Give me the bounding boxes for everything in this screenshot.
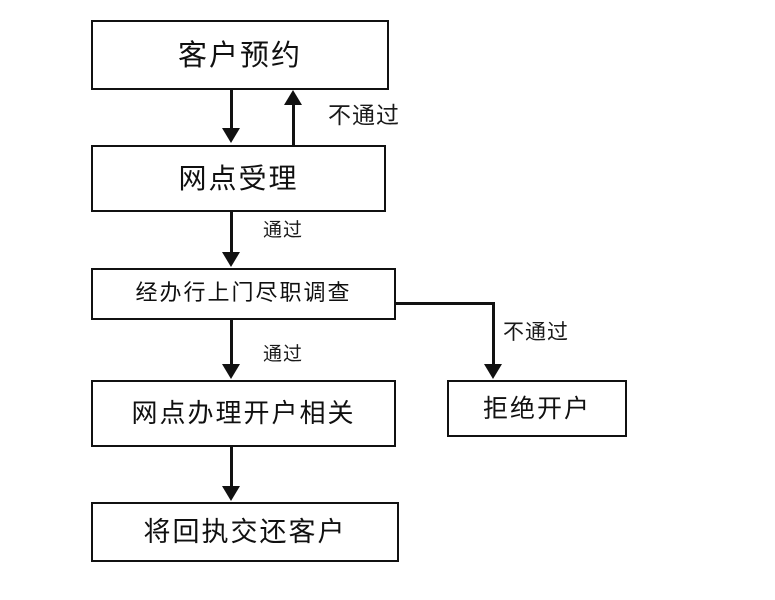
connector-appointment-to-acceptance-arrowhead	[222, 128, 240, 143]
node-branch-acceptance[interactable]: 网点受理	[91, 145, 386, 212]
connector-appointment-to-acceptance-line	[230, 90, 233, 130]
connector-acceptance-to-appointment-line	[292, 102, 295, 145]
node-open-account-label: 网点办理开户相关	[131, 398, 356, 429]
connector-diligence-to-reject-horizontal	[396, 302, 495, 305]
node-due-diligence[interactable]: 经办行上门尽职调查	[91, 268, 396, 320]
edge-label-pass-2: 通过	[263, 343, 304, 365]
node-due-diligence-label: 经办行上门尽职调查	[135, 281, 352, 306]
connector-acceptance-to-diligence-arrowhead	[222, 252, 240, 267]
edge-label-reject-top: 不通过	[328, 103, 400, 129]
connector-diligence-to-open-arrowhead	[222, 364, 240, 379]
edge-label-reject-branch: 不通过	[503, 320, 569, 344]
node-reject-account[interactable]: 拒绝开户	[447, 380, 627, 437]
connector-open-to-receipt-arrowhead	[222, 486, 240, 501]
connector-diligence-to-reject-vertical	[492, 302, 495, 365]
node-customer-appointment-label: 客户预约	[177, 37, 302, 72]
connector-diligence-to-reject-arrowhead	[484, 364, 502, 379]
connector-acceptance-to-appointment-arrowhead	[284, 90, 302, 105]
connector-diligence-to-open-line	[230, 320, 233, 365]
node-customer-appointment[interactable]: 客户预约	[91, 20, 389, 90]
connector-open-to-receipt-line	[230, 447, 233, 487]
connector-acceptance-to-diligence-line	[230, 212, 233, 253]
node-branch-acceptance-label: 网点受理	[178, 161, 299, 195]
edge-label-pass-1: 通过	[263, 219, 304, 241]
node-open-account[interactable]: 网点办理开户相关	[91, 380, 396, 447]
node-return-receipt[interactable]: 将回执交还客户	[91, 502, 399, 562]
node-return-receipt-label: 将回执交还客户	[143, 516, 347, 548]
node-reject-account-label: 拒绝开户	[482, 394, 591, 423]
